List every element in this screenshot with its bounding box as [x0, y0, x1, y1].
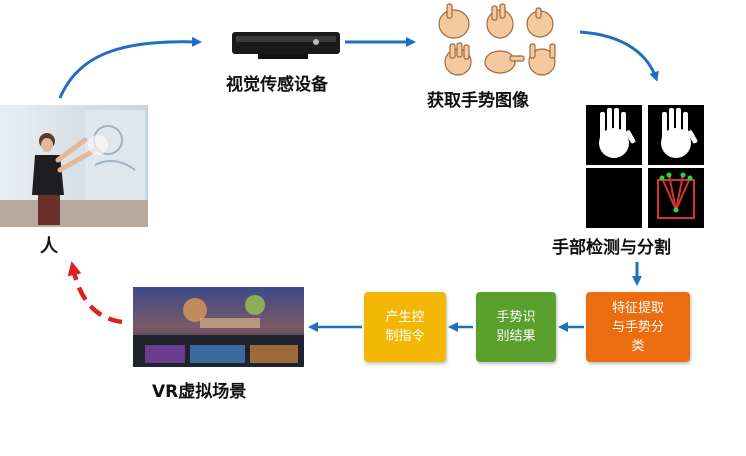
arrow-vr-to-person-feedback [67, 261, 123, 325]
person-photo [0, 105, 148, 227]
command-line-1: 产生控 [385, 310, 425, 325]
feature-line-1: 特征提取 [611, 300, 664, 316]
vr-scene-image [133, 287, 304, 367]
kinect-sensor-icon [232, 32, 340, 59]
feature-line-3: 类 [631, 338, 645, 354]
control-command-box: 产生控 制指令 [364, 292, 446, 362]
recognize-line-1: 手势识 [496, 310, 536, 325]
hand-mask-images [586, 105, 704, 228]
sensor-label: 视觉传感设备 [226, 75, 328, 95]
vr-label: VR虚拟场景 [152, 382, 247, 402]
command-line-2: 制指令 [385, 329, 425, 344]
feature-line-2: 与手势分 [611, 319, 664, 335]
recognition-result-box: 手势识 别结果 [476, 292, 556, 362]
arrow-capture-to-detect [579, 30, 659, 82]
recognize-line-2: 别结果 [496, 329, 536, 344]
feature-extraction-box: 特征提取 与手势分 类 [586, 292, 690, 362]
capture-label: 获取手势图像 [427, 91, 529, 111]
detect-label: 手部检测与分割 [552, 238, 671, 258]
arrow-person-to-sensor [58, 36, 202, 99]
hand-gesture-icons [438, 3, 556, 76]
person-label: 人 [40, 236, 58, 257]
